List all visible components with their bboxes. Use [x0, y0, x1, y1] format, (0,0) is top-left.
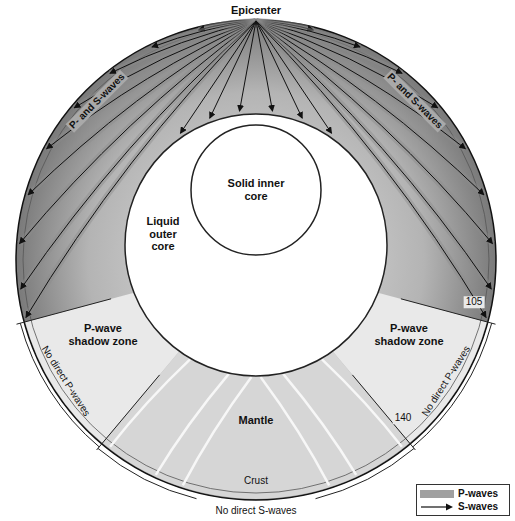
legend-arrow [420, 502, 454, 512]
layer-name: Solid inner core [216, 177, 296, 202]
region-label: 105 [464, 296, 485, 308]
bracket-tick [17, 299, 112, 324]
legend-row: S-waves [420, 500, 506, 513]
region-label: Crust [244, 475, 268, 487]
legend-text: S-waves [458, 501, 498, 512]
legend-row: P-waves [420, 487, 506, 500]
core-circle [125, 114, 387, 376]
crust-line [23, 27, 489, 493]
layer-name: Liquid outer core [139, 215, 187, 253]
earth-outline [16, 20, 496, 500]
bracket-tick [97, 375, 160, 450]
bracket [98, 448, 197, 498]
s-wave-ray [210, 21, 256, 118]
region-label: P-wave shadow zone [65, 322, 141, 347]
s-wave-ray [256, 21, 273, 111]
legend-swatch [420, 490, 454, 498]
bracket [316, 448, 415, 498]
region-label: No direct S-waves [215, 505, 296, 517]
core-layer: Solid inner core [190, 124, 322, 256]
p-wave-ray [322, 359, 402, 447]
region-label: 140 [393, 412, 414, 424]
p-wave-ray [110, 359, 190, 447]
s-wave-ray [256, 21, 302, 118]
bracket-tick [352, 375, 415, 450]
legend-box: P-wavesS-waves [416, 484, 510, 516]
region-label: Epicenter [231, 4, 281, 17]
core-layer: Liquid outer core Solid inner core [124, 113, 388, 377]
region-label: P-wave shadow zone [371, 322, 447, 347]
s-wave-ray [240, 21, 257, 111]
core-circle [191, 125, 321, 255]
p-wave-ray [261, 377, 330, 486]
region-label: Mantle [239, 414, 274, 427]
legend-text: P-waves [458, 488, 498, 499]
p-wave-ray [183, 377, 252, 486]
